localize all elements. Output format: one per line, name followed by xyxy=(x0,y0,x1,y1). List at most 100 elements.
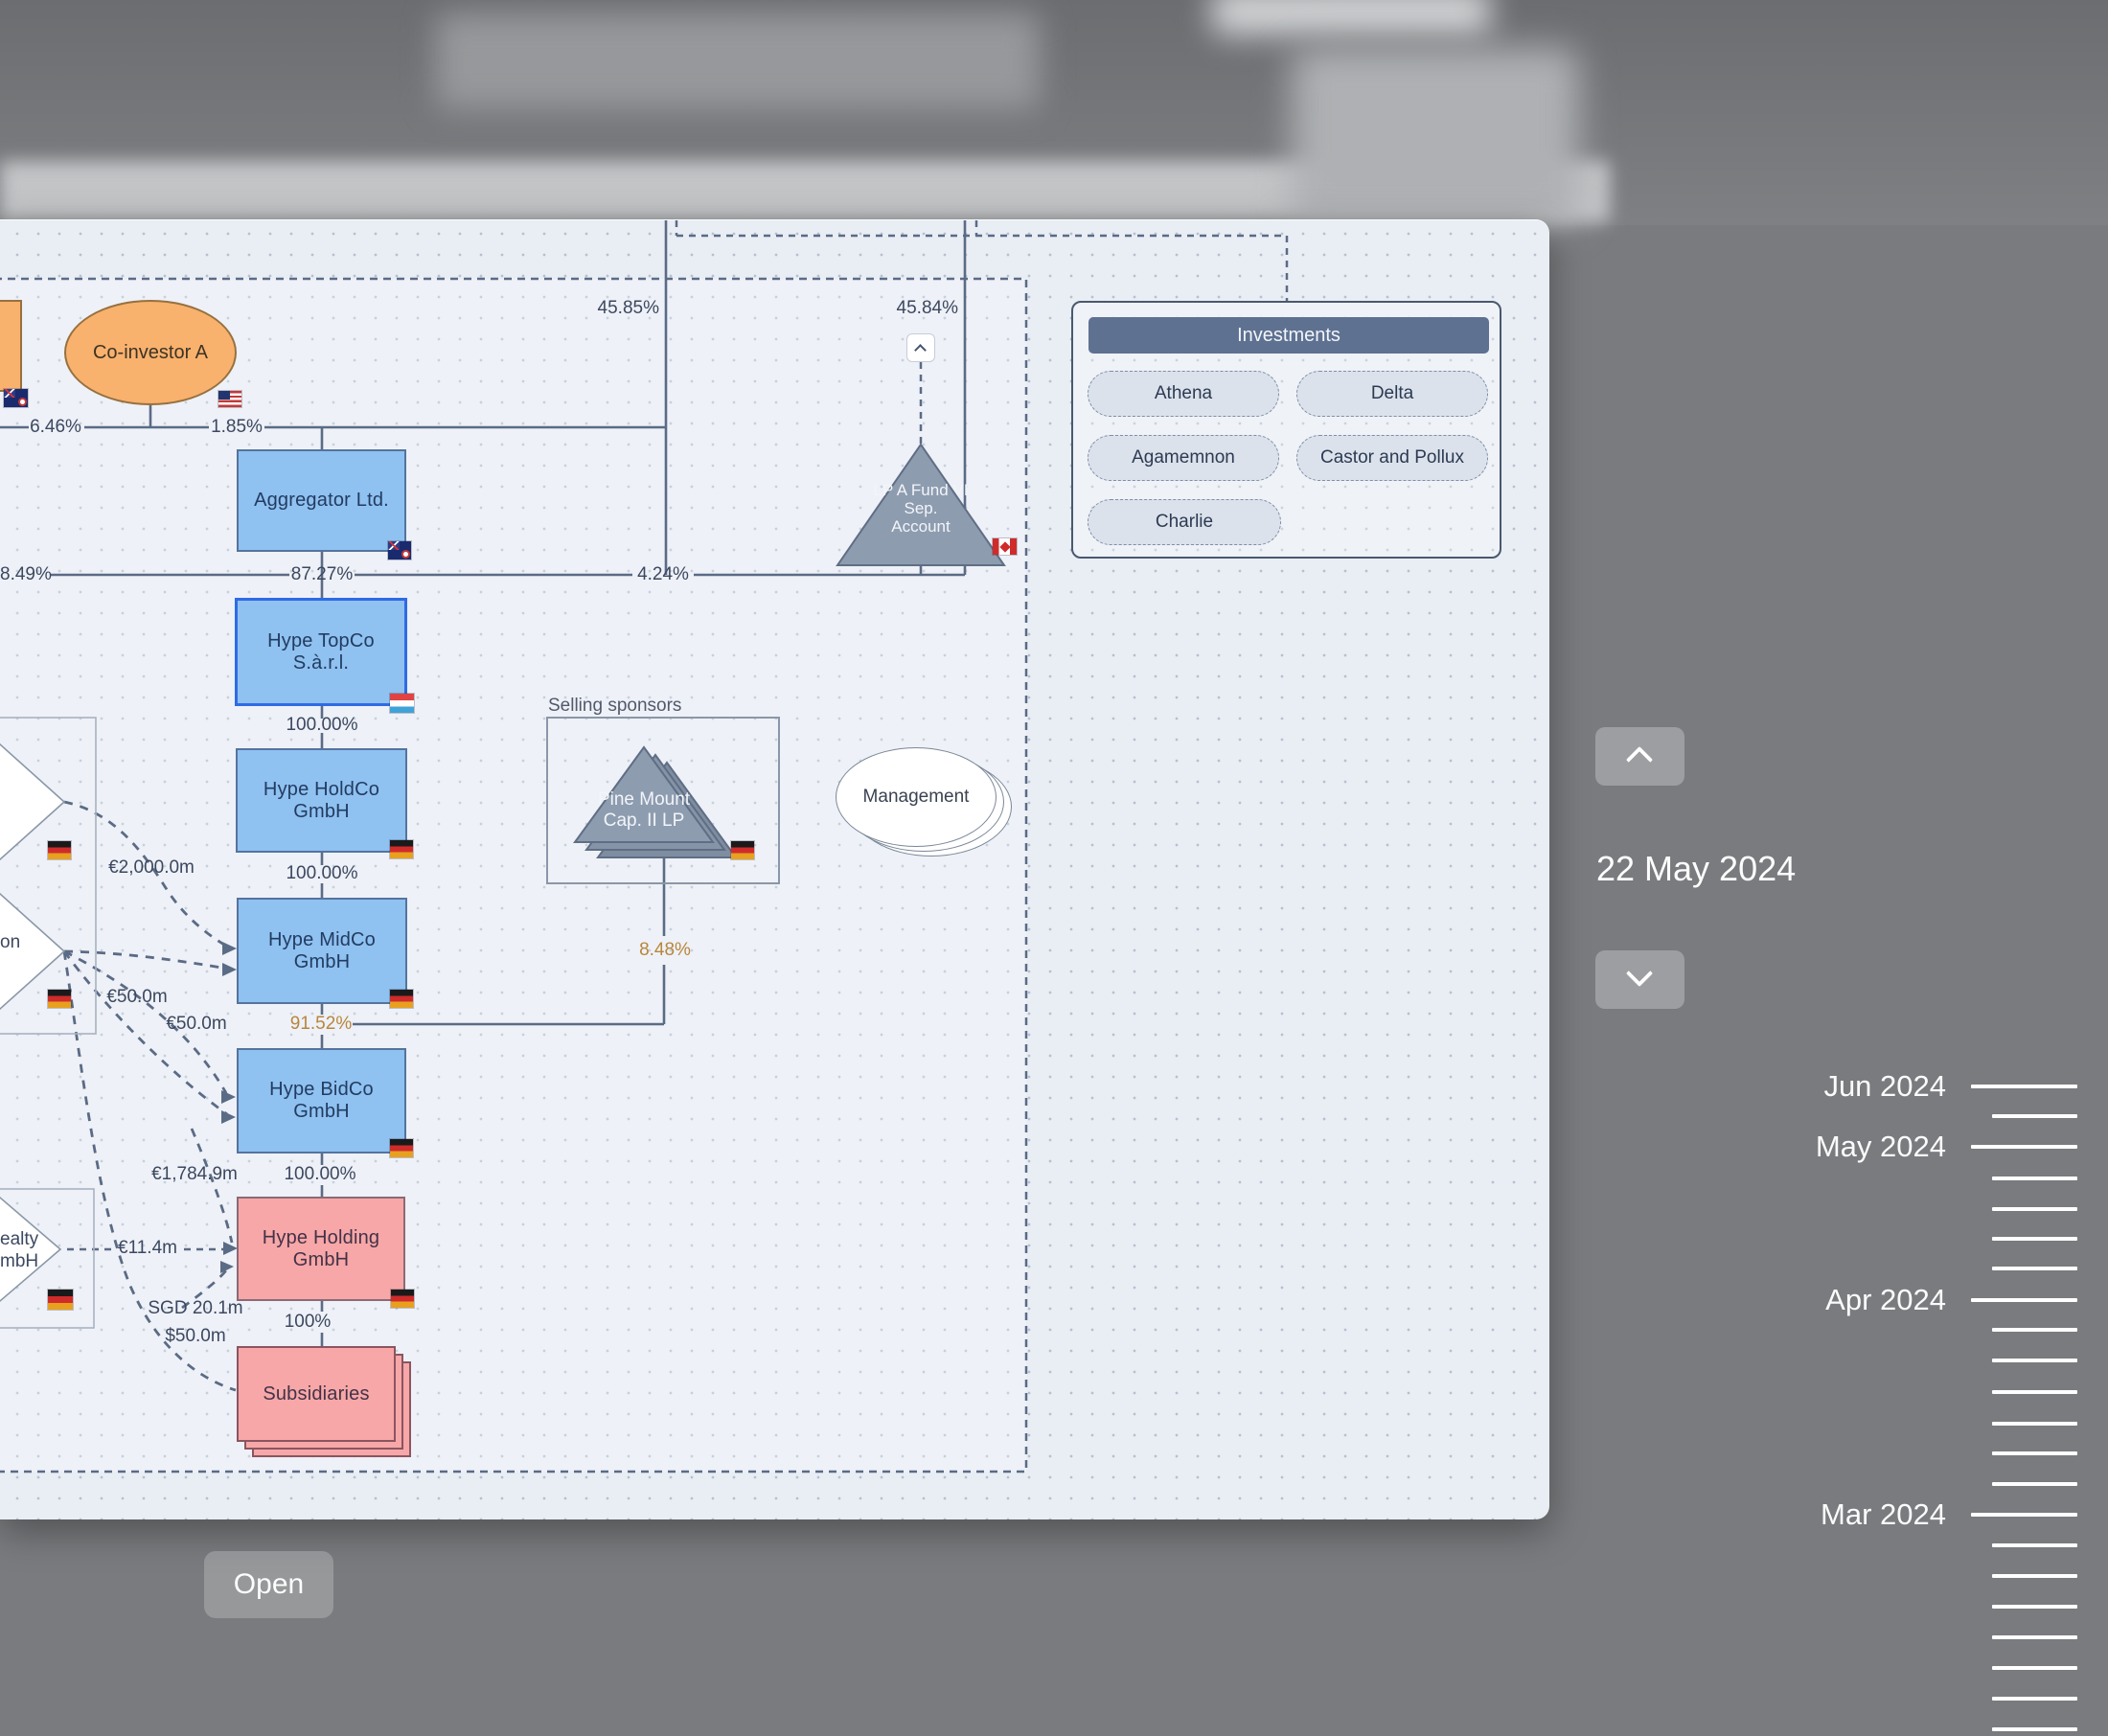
entity-label: Hype TopCo S.à.r.l. xyxy=(267,629,375,674)
pct-label: 1.85% xyxy=(211,417,263,437)
entity-label: Co-investor A xyxy=(92,341,209,363)
timeline-month-label: Jun 2024 xyxy=(1823,1069,1946,1103)
amount-label: €50.0m xyxy=(106,987,168,1007)
timeline-minor-tick xyxy=(1992,1635,2077,1639)
investments-header[interactable]: Investments xyxy=(1088,317,1489,354)
entity-aggregator[interactable]: Aggregator Ltd. xyxy=(237,449,406,552)
entity-coinvestor-a[interactable]: Co-investor A xyxy=(64,300,237,405)
timeline-minor-tick xyxy=(1992,1176,2077,1180)
entity-topco-selected[interactable]: Hype TopCo S.à.r.l. xyxy=(235,598,407,706)
selling-sponsors-group xyxy=(546,717,780,884)
entity-holdco[interactable]: Hype HoldCo GmbH xyxy=(236,748,407,853)
structure-chart-window: Co-investor A Aggregator Ltd. Hype TopCo… xyxy=(0,219,1549,1519)
collapse-button[interactable] xyxy=(906,333,935,362)
timeline-minor-tick xyxy=(1992,1422,2077,1426)
open-button[interactable]: Open xyxy=(204,1551,333,1618)
flag-de-icon xyxy=(390,840,413,858)
timeline-minor-tick xyxy=(1992,1482,2077,1486)
flag-de-icon xyxy=(390,990,413,1008)
timeline-month-tick xyxy=(1971,1085,2077,1088)
investment-pill-agamemnon[interactable]: Agamemnon xyxy=(1088,435,1279,481)
connector-layer xyxy=(0,220,1289,1473)
timeline-minor-tick xyxy=(1992,1666,2077,1670)
entity-management[interactable]: Management xyxy=(836,747,997,847)
timeline-prev-button[interactable] xyxy=(1595,727,1684,786)
entity-diamond-partial-label: on xyxy=(0,932,21,952)
flag-de-icon xyxy=(48,841,71,859)
entity-holding[interactable]: Hype Holding GmbH xyxy=(237,1197,405,1301)
timeline-month-tick xyxy=(1971,1298,2077,1302)
timeline-minor-tick xyxy=(1992,1574,2077,1578)
timeline-minor-tick xyxy=(1992,1207,2077,1211)
pct-label: 45.85% xyxy=(597,298,659,318)
timeline-minor-tick xyxy=(1992,1267,2077,1270)
flag-lu-icon xyxy=(390,694,414,713)
timeline-minor-tick xyxy=(1992,1237,2077,1241)
background-window-corner xyxy=(1292,48,1579,225)
amount-label: €11.4m xyxy=(118,1238,177,1258)
entity-label: Hype MidCo GmbH xyxy=(267,928,377,972)
entity-midco[interactable]: Hype MidCo GmbH xyxy=(237,898,407,1004)
entity-pine-mount-label[interactable]: Pine Mount Cap. II LP xyxy=(597,789,691,831)
pct-label-highlight: 91.52% xyxy=(289,1014,353,1034)
flag-au-icon xyxy=(4,389,28,407)
pct-label: 100.00% xyxy=(286,863,358,883)
investment-pill-castor-pollux[interactable]: Castor and Pollux xyxy=(1296,435,1488,481)
flag-de-icon xyxy=(390,1139,413,1157)
timeline-minor-tick xyxy=(1992,1328,2077,1332)
amount-label: $50.0m xyxy=(165,1326,226,1346)
pct-label: 87.27% xyxy=(290,564,354,584)
timeline-minor-tick xyxy=(1992,1359,2077,1362)
investment-pill-delta[interactable]: Delta xyxy=(1296,371,1488,417)
flag-de-icon xyxy=(731,841,754,859)
entity-bidco[interactable]: Hype BidCo GmbH xyxy=(237,1048,406,1154)
timeline-current-date: 22 May 2024 xyxy=(1596,849,1797,888)
entity-label: Hype Holding GmbH xyxy=(262,1226,380,1270)
chevron-down-icon xyxy=(1625,959,1654,988)
timeline-minor-tick xyxy=(1992,1114,2077,1118)
timeline-minor-tick xyxy=(1992,1390,2077,1394)
background-window-glow xyxy=(1212,0,1490,34)
entity-partial-left[interactable] xyxy=(0,300,22,392)
timeline-minor-tick xyxy=(1992,1727,2077,1731)
background-window-glow xyxy=(436,13,1040,109)
timeline-month-tick xyxy=(1971,1145,2077,1149)
pct-label: 100.00% xyxy=(284,1164,356,1184)
flag-de-icon xyxy=(48,990,71,1008)
pct-label: 4.24% xyxy=(637,564,689,584)
selling-sponsors-label: Selling sponsors xyxy=(548,696,682,716)
entity-subsidiaries[interactable]: Subsidiaries xyxy=(237,1346,396,1442)
timeline-month-label: May 2024 xyxy=(1815,1130,1946,1163)
entity-label: Subsidiaries xyxy=(263,1382,370,1405)
timeline-month-label: Mar 2024 xyxy=(1821,1497,1946,1531)
flag-us-icon xyxy=(218,391,241,407)
flag-de-icon xyxy=(391,1290,414,1308)
investments-panel: Investments Athena Delta Agamemnon Casto… xyxy=(1071,301,1501,559)
amount-label: €2,000.0m xyxy=(108,857,195,878)
amount-label: €1,784.9m xyxy=(151,1164,238,1184)
pct-label: 100.00% xyxy=(286,715,358,735)
flag-ca-icon xyxy=(993,538,1017,555)
timeline-month-label: Apr 2024 xyxy=(1825,1283,1946,1316)
entity-label: Aggregator Ltd. xyxy=(254,490,389,511)
investment-pill-athena[interactable]: Athena xyxy=(1088,371,1279,417)
flag-au-icon xyxy=(388,541,411,560)
entity-lp-fund-label[interactable]: LP A Fund VI Sep. Account xyxy=(873,481,969,536)
pct-label: 45.84% xyxy=(896,298,958,318)
pct-label: 100% xyxy=(284,1312,332,1332)
timeline-minor-tick xyxy=(1992,1697,2077,1701)
chevron-up-icon xyxy=(1625,745,1654,774)
amount-label: €50.0m xyxy=(166,1014,227,1034)
entity-label: Hype BidCo GmbH xyxy=(269,1079,374,1122)
flag-de-icon xyxy=(48,1290,73,1310)
investment-pill-charlie[interactable]: Charlie xyxy=(1088,499,1281,545)
timeline-next-button[interactable] xyxy=(1595,950,1684,1009)
entity-label: Hype HoldCo GmbH xyxy=(263,778,380,822)
timeline-minor-tick xyxy=(1992,1451,2077,1455)
pct-label: 8.49% xyxy=(0,564,52,584)
amount-label: SGD 20.1m xyxy=(148,1298,243,1318)
entity-label: Management xyxy=(862,787,970,807)
pct-label-highlight: 8.48% xyxy=(639,940,691,960)
timeline-minor-tick xyxy=(1992,1605,2077,1609)
